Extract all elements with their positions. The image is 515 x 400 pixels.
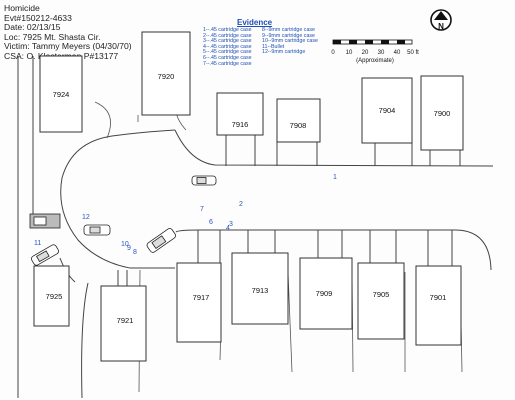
evidence-item: 7--.45 cartridge case [203,60,252,67]
evidence-marker: 1 [333,174,337,181]
car-icon [83,224,111,236]
house-7901 [415,265,462,346]
evidence-title: Evidence [237,18,273,27]
evidence-list-left: 1--.45 cartridge case 2--.45 cartridge c… [203,27,252,67]
house-label: 7908 [290,121,307,130]
house-label: 7900 [434,109,451,118]
case-type: Homicide [4,3,40,13]
vehicles [29,175,217,266]
evidence-list-right: 8--9mm cartridge case 9--9mm cartridge c… [262,27,318,56]
evidence-marker: 12 [82,214,90,221]
event-number: Evt#150212-4633 [4,12,72,23]
scale-tick: 40 [394,50,401,56]
house-7921 [100,285,147,362]
evidence-item: 1--.45 cartridge case [203,27,252,33]
house-label: 7924 [53,90,70,99]
scale-tick: 30 [378,50,385,56]
evidence-marker: 9 [127,245,131,252]
house-label: 7904 [379,106,396,115]
compass-letter: N [438,22,444,31]
house-7916 [216,92,264,136]
case-date: Date: 02/13/15 [4,22,61,33]
house-7925 [33,265,70,327]
house-7909 [299,257,353,330]
evidence-marker: 6 [209,219,213,226]
house-label: 7925 [46,292,63,301]
scale-bar [332,39,413,45]
house-label: 7901 [430,293,447,302]
scale-tick: 0 [331,50,335,56]
evidence-marker: 10 [121,241,129,248]
house-label: 7916 [232,120,249,129]
evidence-item: 12--9mm cartridge [262,49,306,56]
house-label: 7913 [252,286,269,295]
evidence-marker: 3 [229,221,233,228]
evidence-marker: 2 [239,201,243,208]
house-label: 7909 [316,289,333,298]
evidence-item: 5--.45 cartridge case [203,49,252,56]
evidence-marker: 7 [200,206,204,213]
car-icon [191,175,217,186]
house-7920 [141,31,191,116]
evidence-item: 9--9mm cartridge case [262,32,315,39]
scale-tick: 10 [346,50,353,56]
house-label: 7917 [193,293,210,302]
victim-name: Victim: Tammy Meyers (04/30/70) [4,41,132,52]
evidence-item: 8--9mm cartridge case [262,27,315,33]
case-location: Loc: 7925 Mt. Shasta Cir. [4,31,101,42]
scale-caption: (Approximate) [356,58,394,64]
car-icon [29,213,61,229]
house-7924 [39,55,83,133]
evidence-item: 10--9mm cartridge case [262,38,318,45]
house-7908 [276,98,321,143]
house-7904 [361,77,413,144]
scale-tick: 20 [362,50,369,56]
scale-tick: 50 ft [407,50,419,56]
evidence-marker: 8 [133,249,137,256]
evidence-item: 6--.45 cartridge case [203,54,252,61]
evidence-item: 3--.45 cartridge case [203,38,252,45]
house-7913 [231,252,289,325]
driveways [117,135,461,286]
house-label: 7920 [158,72,175,81]
evidence-item: 2--.45 cartridge case [203,32,252,39]
house-7905 [357,262,405,340]
house-label: 7921 [117,316,134,325]
evidence-marker: 4 [226,225,230,232]
evidence-marker: 11 [34,240,41,247]
house-7917 [176,262,222,343]
house-label: 7905 [373,290,390,299]
house-7900 [420,75,464,151]
car-icon [146,228,176,253]
evidence-item: 11--Bullet [262,43,285,50]
car-icon [31,244,59,266]
north-arrow-icon: N [430,9,452,31]
evidence-item: 4--.45 cartridge case [203,43,252,50]
